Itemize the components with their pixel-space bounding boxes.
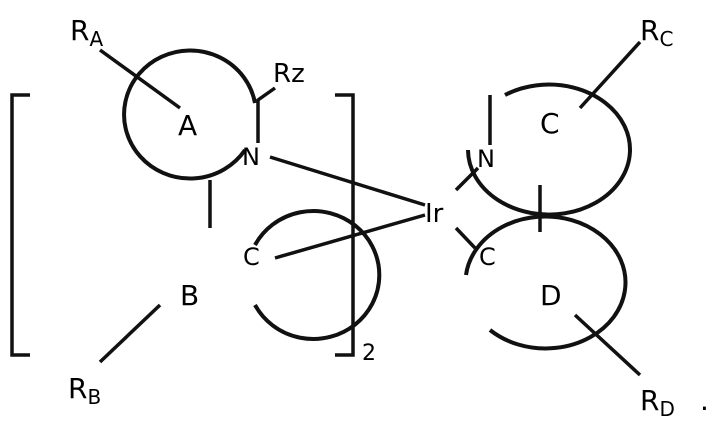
bond-n-ir-left: [270, 157, 425, 205]
substituent-rz: Rz: [273, 59, 305, 89]
left-bracket: [12, 95, 30, 355]
ring-label-b: B: [180, 279, 199, 312]
ring-b: [255, 211, 379, 339]
ring-label-c: C: [540, 107, 560, 140]
substituent-rd: RD: [640, 384, 675, 421]
atom-n-left: N: [242, 143, 260, 171]
atom-n-right: N: [477, 145, 495, 173]
right-bracket: [335, 95, 353, 355]
substituent-ra: RA: [70, 14, 103, 51]
bond-n-rz: [258, 88, 275, 143]
bond-ra: [100, 50, 180, 108]
atom-c-right: C: [479, 243, 496, 271]
ring-label-a: A: [178, 109, 197, 142]
bond-rc: [580, 42, 640, 108]
atom-iridium: Ir: [425, 199, 444, 229]
ring-label-d: D: [540, 279, 562, 312]
trailing-period: .: [700, 384, 709, 417]
substituent-rc: RC: [640, 14, 673, 51]
bond-rb: [100, 305, 160, 362]
atom-c-left: C: [243, 243, 260, 271]
substituent-rb: RB: [68, 372, 101, 409]
bond-c-ir-right: [456, 228, 475, 248]
bracket-subscript: 2: [362, 341, 376, 366]
